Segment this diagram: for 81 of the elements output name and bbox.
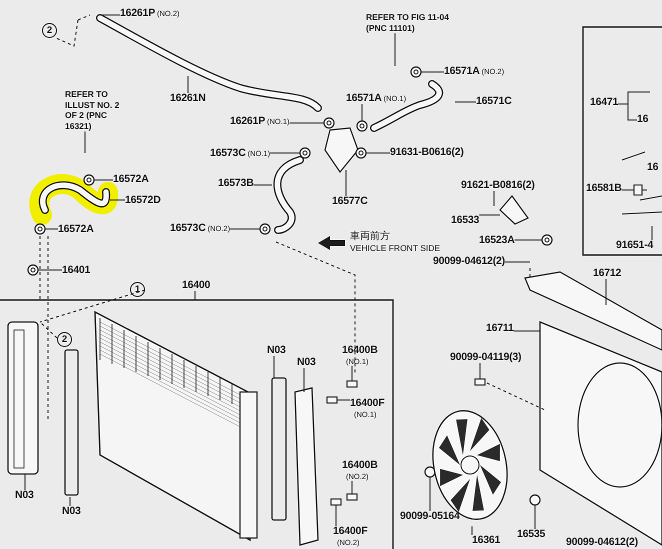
part-number: 90099-05164 [400,511,460,522]
hose-clamp [410,66,422,78]
leader-line [24,474,26,490]
part-number: 16261P [120,8,156,20]
leader-line [289,122,324,124]
plug [330,498,342,506]
part-number: 16571A [346,93,382,104]
leader-line [194,290,196,300]
part-number: 16400B [342,345,378,356]
hose-clamp [323,117,335,129]
plug [346,380,358,388]
hose-clamp [83,174,95,186]
part-number: 16535 [517,529,546,540]
part-number: 16573C [210,148,246,160]
part-number: 16572A [113,174,149,186]
part-number: 16361 [472,535,500,546]
part-number: 90099-04612(2) [433,256,505,268]
part-number: 16711 [486,323,514,334]
leader-line [270,152,300,154]
reference-note: REFER TO FIG 11-04 (PNC 11101) [366,12,456,34]
part-number: 16572A [58,224,94,236]
part-number: 16400 [182,280,210,292]
nut [424,466,436,478]
leader-line [84,131,86,154]
part-number: 16712 [593,268,622,280]
part-number: N03 [15,490,34,502]
part-number: 16400B [342,460,378,472]
plug [474,378,486,386]
part-number: 16261N [170,93,206,104]
leader-line [253,184,272,186]
part-number: 16401 [62,265,90,276]
hose-clamp [356,120,368,132]
hose-clamp [299,147,311,159]
plug [346,493,358,501]
part-number: 16581B [586,183,622,194]
bracket [499,195,529,225]
part-number: N03 [297,357,316,368]
hose-clamp [27,264,39,276]
leader-line [513,330,540,332]
part-number: 91621-B0816(2) [461,180,535,192]
nut [529,494,541,506]
part-number: 16571C [476,96,512,108]
leader-line [44,228,58,230]
direction-note: 車両前方 [350,231,390,242]
part-number: 16400F [350,398,384,410]
part-number: 16400F [333,526,368,538]
part-number: 16471 [590,97,618,108]
leader-line [98,14,120,16]
part-number: 16577C [332,196,368,208]
direction-note: VEHICLE FRONT SIDE [350,244,440,254]
part-number: 16 [647,162,658,174]
part-number: 16 [637,114,648,126]
part-number: 16571A [444,66,480,78]
part-number: N03 [267,345,286,356]
part-number: 16573C [170,223,206,234]
part-number: N03 [62,506,81,518]
callout-number: 2 [42,23,57,38]
part-number: 91631-B0616(2) [390,147,464,158]
leader-line [478,214,500,216]
part-number: 90099-04119(3) [450,352,522,364]
leader-line [394,32,396,66]
leader-line [230,228,260,230]
bolt [633,184,648,196]
plug [326,396,338,404]
hose-clamp [259,223,271,235]
hose-clamp [541,234,553,246]
leader-line [534,504,536,530]
part-number: 91651-4 [616,240,654,252]
part-number: 16261P [230,116,266,128]
part-number: 16523A [479,235,515,246]
part-number: 16533 [451,215,480,226]
hose-clamp [34,223,46,235]
callout-number: 1 [130,282,145,297]
part-number: 90099-04612(2) [566,537,638,548]
reference-note: REFER TO ILLUST NO. 2 OF 2 (PNC 16321) [65,89,127,132]
hose-clamp [355,147,367,159]
leader-line [366,152,390,154]
part-number: 16572D [125,195,161,206]
leader-line [618,104,638,120]
callout-number: 2 [57,332,72,347]
part-number: 16573B [218,178,254,190]
